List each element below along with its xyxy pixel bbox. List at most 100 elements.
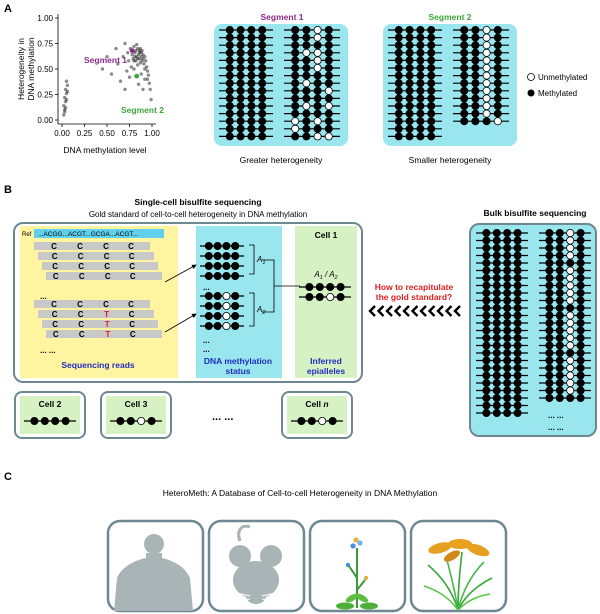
- read-base-c: C: [104, 262, 110, 271]
- sequencing-read: [34, 242, 150, 250]
- methylated-cpg: [258, 86, 267, 95]
- methylated-cpg: [247, 109, 256, 118]
- methylated-cpg: [555, 318, 564, 327]
- scatter-point: [134, 48, 138, 53]
- methylated-cpg: [493, 48, 502, 57]
- unmethylated-cpg: [222, 321, 231, 330]
- y-tick-label: 1.00: [37, 14, 53, 23]
- chevron-segment: [385, 305, 393, 317]
- methylated-cpg: [482, 386, 491, 395]
- methylated-cpg: [492, 281, 501, 290]
- scatter-point: [62, 95, 67, 100]
- scatter-point: [139, 55, 143, 59]
- methylated-cpg: [213, 251, 222, 260]
- methylated-cpg: [576, 378, 585, 387]
- methylated-cpg: [291, 132, 300, 141]
- methylated-cpg: [576, 348, 585, 357]
- methylated-cpg: [492, 318, 501, 327]
- methylated-cpg: [40, 416, 49, 425]
- methylated-cpg: [492, 363, 501, 372]
- methylated-cpg: [460, 64, 469, 73]
- cell-1-epiallele: [299, 282, 351, 301]
- methylated-cpg: [326, 282, 335, 291]
- methylated-cpg: [503, 228, 512, 237]
- scatter-point: [123, 41, 127, 46]
- methylated-cpg: [405, 102, 414, 111]
- methylated-cpg: [492, 348, 501, 357]
- methylated-cpg: [116, 416, 125, 425]
- methylated-cpg: [258, 64, 267, 73]
- methylated-cpg: [492, 243, 501, 252]
- read-base-c: C: [53, 272, 59, 281]
- methylated-cpg: [405, 41, 414, 50]
- scatter-point: [147, 81, 151, 85]
- read-base-c: C: [52, 310, 58, 319]
- methylated-cpg: [503, 288, 512, 297]
- methylated-cpg: [545, 288, 554, 297]
- methylated-cpg: [460, 94, 469, 103]
- methylated-cpg: [394, 48, 403, 57]
- x-tick-label: 1.00: [144, 129, 160, 138]
- cell-3-epiallele: [110, 416, 162, 425]
- methylated-cpg: [555, 311, 564, 320]
- scatter-point: [141, 87, 145, 92]
- methylated-cpg: [236, 132, 245, 141]
- unmethylated-cpg: [482, 109, 491, 118]
- bulk-left-reads: [476, 228, 528, 417]
- methylated-cpg: [213, 321, 222, 330]
- unmethylated-cpg: [566, 236, 575, 245]
- methylated-cpg: [247, 71, 256, 80]
- scatter-point: [62, 113, 66, 117]
- segment-2-title: Segment 2: [429, 12, 472, 22]
- legend-methylated-label: Methylated: [538, 89, 577, 98]
- methylated-cpg: [576, 318, 585, 327]
- methylated-cpg: [313, 79, 322, 88]
- methylated-cpg: [545, 273, 554, 282]
- unmethylated-cpg: [566, 356, 575, 365]
- read-base-c: C: [128, 300, 134, 309]
- methylated-cpg: [328, 416, 337, 425]
- methylated-cpg: [324, 64, 333, 73]
- methylated-cpg: [555, 228, 564, 237]
- methylated-cpg: [258, 56, 267, 65]
- scatter-point: [146, 73, 151, 77]
- methylated-cpg: [503, 341, 512, 350]
- read-base-c: C: [103, 300, 109, 309]
- methylated-cpg: [482, 408, 491, 417]
- methylated-cpg: [258, 41, 267, 50]
- methylated-cpg: [204, 291, 213, 300]
- methylated-cpg: [247, 117, 256, 126]
- methylated-cpg: [324, 41, 333, 50]
- methylated-cpg: [324, 33, 333, 42]
- methylated-cpg: [513, 356, 522, 365]
- methylated-cpg: [222, 261, 231, 270]
- methylated-cpg: [492, 393, 501, 402]
- methylated-cpg: [405, 132, 414, 141]
- methylated-cpg: [302, 41, 311, 50]
- methylated-cpg: [555, 273, 564, 282]
- methylated-cpg: [394, 25, 403, 34]
- unmethylated-cpg: [313, 117, 322, 126]
- unmethylated-cpg: [566, 296, 575, 305]
- methylated-cpg: [405, 109, 414, 118]
- scatter-plot-area: [58, 14, 154, 122]
- methylated-cpg: [231, 301, 240, 310]
- methylated-cpg: [513, 296, 522, 305]
- methylated-cpg: [302, 86, 311, 95]
- methylated-cpg: [576, 266, 585, 275]
- methylated-cpg: [482, 356, 491, 365]
- methylated-cpg: [302, 64, 311, 73]
- methylated-cpg: [492, 258, 501, 267]
- sequencing-reads-label: Sequencing reads: [61, 360, 134, 370]
- ratio-label: A1 / A2: [313, 270, 337, 281]
- methylated-cpg: [503, 281, 512, 290]
- methylated-cpg: [247, 41, 256, 50]
- bulk-ellipsis-1: ... ...: [548, 411, 564, 420]
- methylated-cpg: [247, 25, 256, 34]
- sequencing-read: [38, 252, 154, 260]
- methylated-cpg: [566, 303, 575, 312]
- methylated-cpg: [231, 241, 240, 250]
- methylated-cpg: [302, 124, 311, 133]
- read-base-c: C: [130, 330, 136, 339]
